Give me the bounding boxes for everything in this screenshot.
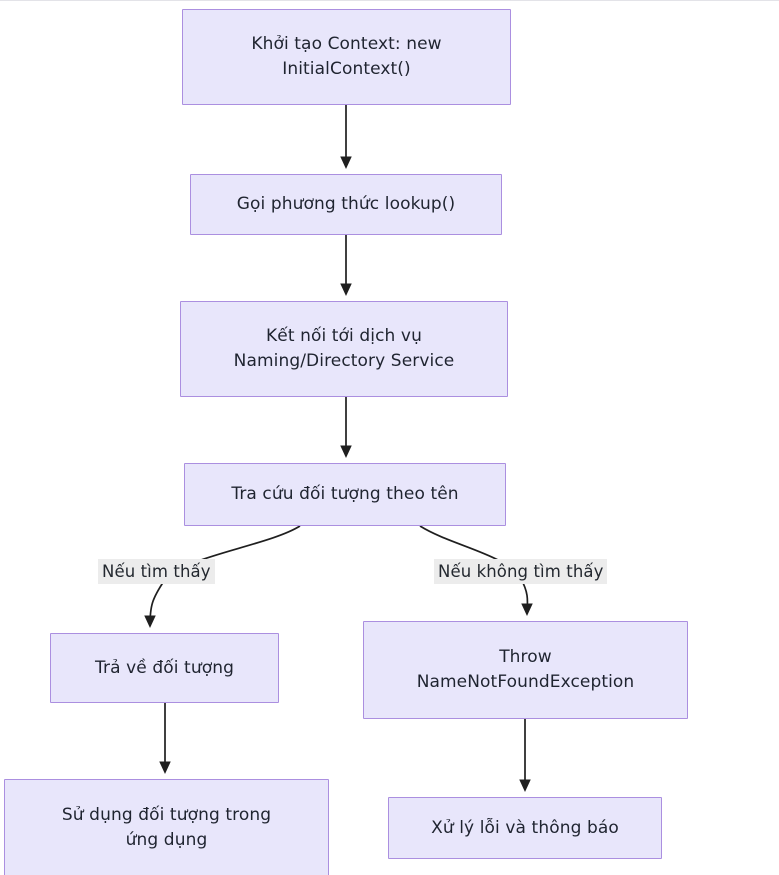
- node-throw-exception-label: Throw NameNotFoundException: [416, 647, 635, 692]
- node-throw-exception[interactable]: Throw NameNotFoundException: [363, 621, 688, 719]
- node-search-object-label: Tra cứu đối tượng theo tên: [231, 484, 459, 505]
- edge-label-if-found: Nếu tìm thấy: [98, 559, 215, 585]
- node-return-object[interactable]: Trả về đối tượng: [50, 633, 279, 703]
- node-init-context[interactable]: Khởi tạo Context: new InitialContext(): [182, 9, 511, 105]
- node-search-object[interactable]: Tra cứu đối tượng theo tên: [184, 463, 506, 526]
- node-call-lookup[interactable]: Gọi phương thức lookup(): [190, 174, 502, 235]
- node-handle-error[interactable]: Xử lý lỗi và thông báo: [388, 797, 662, 859]
- node-handle-error-label: Xử lý lỗi và thông báo: [431, 817, 619, 838]
- edge-label-if-not-found: Nếu không tìm thấy: [434, 559, 608, 585]
- node-return-object-label: Trả về đối tượng: [95, 657, 234, 678]
- node-call-lookup-label: Gọi phương thức lookup(): [236, 194, 456, 215]
- node-connect-service[interactable]: Kết nối tới dịch vụ Naming/Directory Ser…: [180, 301, 508, 397]
- node-init-context-label: Khởi tạo Context: new InitialContext(): [251, 34, 442, 79]
- node-use-object-label: Sử dụng đối tượng trong ứng dụng: [61, 804, 272, 850]
- node-use-object[interactable]: Sử dụng đối tượng trong ứng dụng: [4, 779, 329, 875]
- node-connect-service-label: Kết nối tới dịch vụ Naming/Directory Ser…: [233, 326, 455, 371]
